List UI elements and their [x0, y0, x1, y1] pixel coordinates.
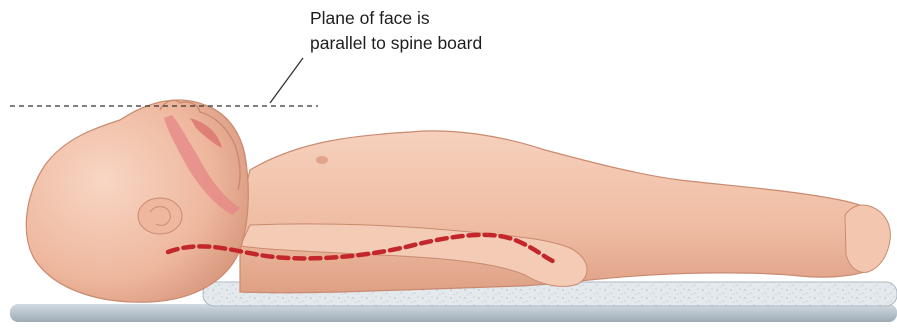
baby-foot	[845, 205, 890, 272]
annotation-label: Plane of face is parallel to spine board	[310, 6, 482, 56]
spine-board	[10, 304, 897, 322]
annotation-leader	[270, 58, 303, 103]
annotation-line-1: Plane of face is	[310, 6, 482, 31]
nipple	[316, 156, 328, 164]
ear	[138, 198, 182, 234]
annotation-line-2: parallel to spine board	[310, 31, 482, 56]
